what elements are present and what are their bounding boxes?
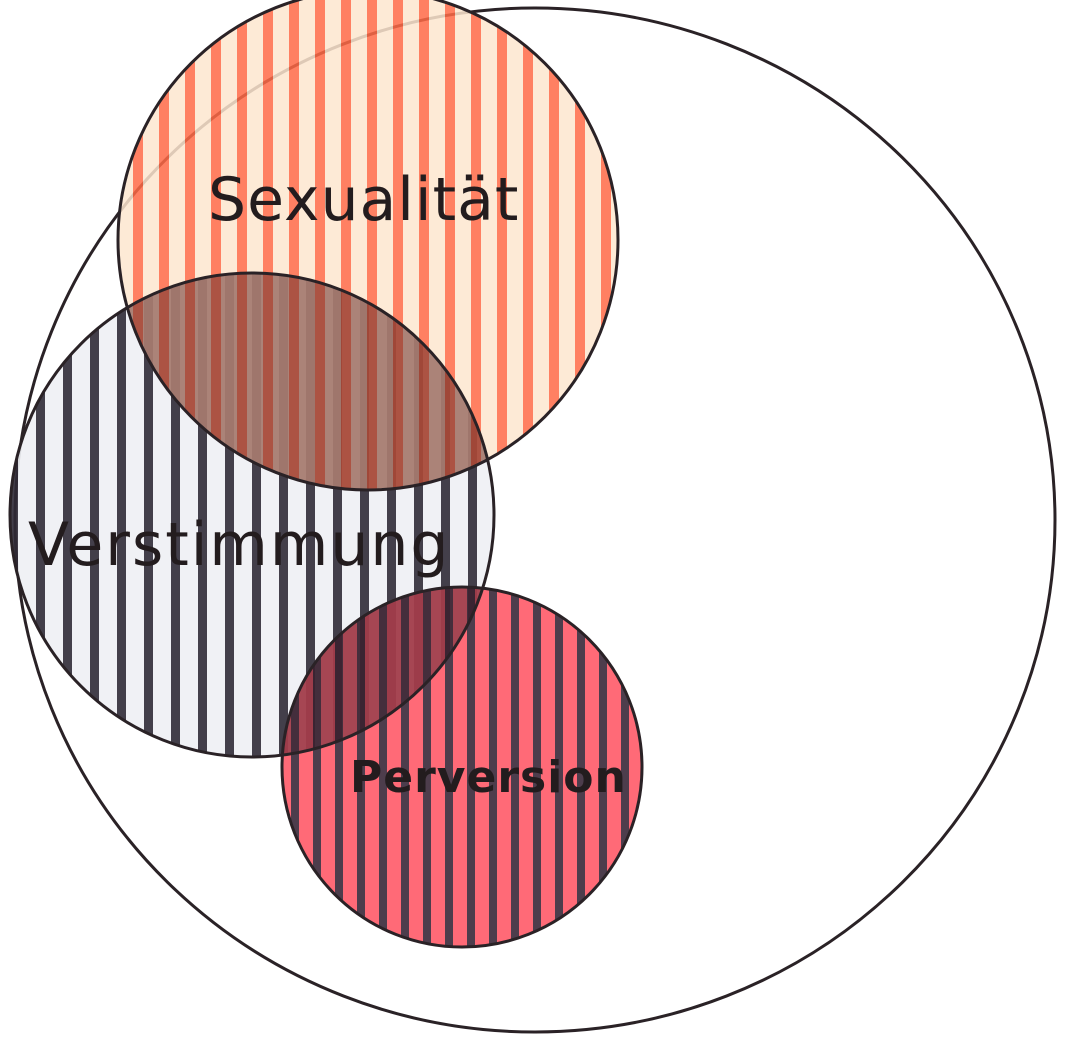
perversion-circle xyxy=(282,587,642,947)
sexualitaet-outline xyxy=(116,0,620,492)
label-sexualitaet: Sexualität xyxy=(208,165,519,235)
verstimmung-outline xyxy=(8,271,496,759)
overlap-perversion-verstimmung xyxy=(282,587,494,757)
label-perversion: Perversion xyxy=(350,752,627,803)
perversion-outline xyxy=(280,585,644,949)
label-verstimmung: Verstimmung xyxy=(28,510,450,580)
